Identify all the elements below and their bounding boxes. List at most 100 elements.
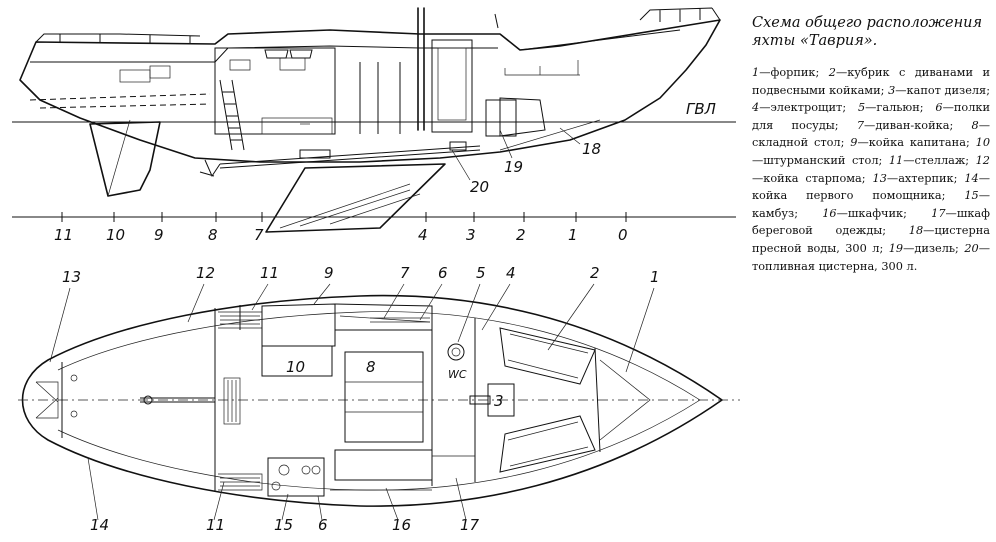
waterline-label: ГВЛ xyxy=(686,100,716,118)
legend-item-number: 2 xyxy=(828,66,836,79)
legend-item-number: 4 xyxy=(752,101,760,115)
legend-item-text: камбуз xyxy=(752,206,795,220)
station-label: 11 xyxy=(54,226,73,244)
legend-item-text: диван-койка xyxy=(875,118,950,132)
station-label: 4 xyxy=(418,226,428,244)
callout-5: 5 xyxy=(476,264,486,282)
legend-item-text: капот дизеля xyxy=(906,83,987,97)
callout-4: 4 xyxy=(506,264,516,282)
legend-item: 19—дизель; xyxy=(888,241,965,255)
legend-item: 15—камбуз; xyxy=(752,189,990,220)
legend-item-number: 9 xyxy=(850,136,858,150)
legend-item-number: 5 xyxy=(857,101,866,115)
callout-14: 14 xyxy=(90,516,109,534)
caption-legend: 1—форпик; 2—кубрик с диванами и подвесны… xyxy=(752,64,990,275)
station-label: 2 xyxy=(516,226,526,244)
legend-item: 13—ахтерпик; xyxy=(872,171,965,185)
legend-item: 8—складной стол; xyxy=(752,118,990,150)
caption-title-line2: яхты «Таврия». xyxy=(752,33,878,49)
legend-item-text: кубрик с диванами и подвесными койками xyxy=(752,66,990,97)
legend-item-text: штурманский стол xyxy=(763,153,879,167)
legend-item-text: электрощит xyxy=(770,101,843,115)
legend-item-text: форпик xyxy=(770,66,816,79)
callout-17: 17 xyxy=(460,516,480,534)
callout-9: 9 xyxy=(324,264,334,282)
legend-item-number: 3 xyxy=(888,83,896,97)
station-label: 8 xyxy=(208,226,218,244)
plan-callouts: 13 12 11 9 7 6 5 4 2 1 14 11 15 6 16 17 xyxy=(49,264,660,534)
legend-item: 16—шкафчик; xyxy=(822,206,932,220)
legend-item: 7—диван-койка; xyxy=(856,118,972,132)
legend-item-text: складной стол xyxy=(752,136,841,150)
plan-label-head: WC xyxy=(448,368,467,381)
legend-item-number: 10 xyxy=(975,136,991,150)
callout-19: 19 xyxy=(504,158,523,176)
plan-view: 10 8 WC 3 xyxy=(18,294,740,507)
legend-item-text: койка старпома xyxy=(763,171,862,185)
legend-item-number: 15 xyxy=(964,189,979,203)
station-label: 0 xyxy=(618,226,628,244)
legend-item: 18—цистерна пресной воды, 300 л; xyxy=(752,224,990,255)
legend-item: 6—полки для посуды; xyxy=(752,101,990,132)
callout-6-top: 6 xyxy=(438,264,448,282)
legend-item-text: гальюн xyxy=(876,101,920,115)
legend-item: 11—стеллаж; xyxy=(888,153,976,167)
legend-item: 12—койка старпома; xyxy=(752,153,990,185)
legend-item-text: шкаф береговой одежды xyxy=(752,206,990,238)
callout-2: 2 xyxy=(590,264,600,282)
legend-item: 17—шкаф береговой одежды; xyxy=(752,206,990,238)
callout-16: 16 xyxy=(392,516,411,534)
station-label: 3 xyxy=(466,226,476,244)
callout-7: 7 xyxy=(400,264,410,282)
legend-item: 1—форпик; xyxy=(752,66,829,79)
callout-20: 20 xyxy=(470,178,489,196)
legend-item: 4—электрощит; xyxy=(752,101,858,115)
legend-item-number: 18 xyxy=(908,224,924,238)
legend-item-text: цистерна пресной воды, 300 л xyxy=(752,224,990,255)
hull-profile-outline xyxy=(19,19,721,163)
callout-11-bottom: 11 xyxy=(206,516,225,534)
legend-item-number: 16 xyxy=(822,206,837,220)
legend-item-text: койка первого помощника xyxy=(752,189,942,203)
rudder xyxy=(89,121,161,197)
legend-item-number: 7 xyxy=(856,118,865,132)
legend-item-text: топливная цистерна, 300 л xyxy=(752,259,914,273)
side-profile: ГВЛ 18 19 20 xyxy=(12,7,736,233)
callout-12: 12 xyxy=(196,264,215,282)
legend-item-number: 6 xyxy=(935,101,943,115)
legend-item: 2—кубрик с диванами и подвесными койками… xyxy=(752,66,990,97)
caption-title-line1: Схема общего расположения xyxy=(752,15,983,31)
legend-item-number: 14 xyxy=(964,171,979,185)
legend-item: 10—штурманский стол; xyxy=(752,136,991,167)
station-label: 9 xyxy=(154,226,164,244)
legend-item-text: койка капитана xyxy=(868,136,966,150)
legend-item-number: 12 xyxy=(975,153,990,167)
callout-13: 13 xyxy=(62,268,81,286)
legend-item-number: 20 xyxy=(964,241,979,255)
caption: Схема общего расположения яхты «Таврия».… xyxy=(752,14,990,275)
legend-item: 14—койка первого помощника; xyxy=(752,171,990,203)
caption-title: Схема общего расположения яхты «Таврия». xyxy=(752,14,990,50)
station-label: 1 xyxy=(568,226,578,244)
legend-item-number: 1 xyxy=(752,66,760,79)
fin-keel xyxy=(265,163,446,233)
legend-item-number: 11 xyxy=(888,153,904,167)
callout-6-bottom: 6 xyxy=(318,516,328,534)
legend-item-text: ахтерпик xyxy=(898,171,954,185)
legend-item-text: стеллаж xyxy=(914,153,966,167)
callout-11-top: 11 xyxy=(260,264,279,282)
legend-item: 5—гальюн; xyxy=(857,101,936,115)
legend-item: 3—капот дизеля; xyxy=(888,83,990,97)
plan-label-folding-table: 8 xyxy=(366,358,376,376)
legend-item: 9—койка капитана; xyxy=(850,136,976,150)
callout-1: 1 xyxy=(650,268,660,286)
legend-item-number: 19 xyxy=(888,241,904,255)
legend-item-text: шкафчик xyxy=(847,206,904,220)
legend-item-text: дизель xyxy=(914,241,956,255)
legend-item: 20—топливная цистерна, 300 л. xyxy=(752,241,990,273)
legend-item-number: 8 xyxy=(971,118,979,132)
plan-label-navigation-table: 10 xyxy=(286,358,305,376)
legend-item-text: полки для посуды xyxy=(752,101,990,132)
